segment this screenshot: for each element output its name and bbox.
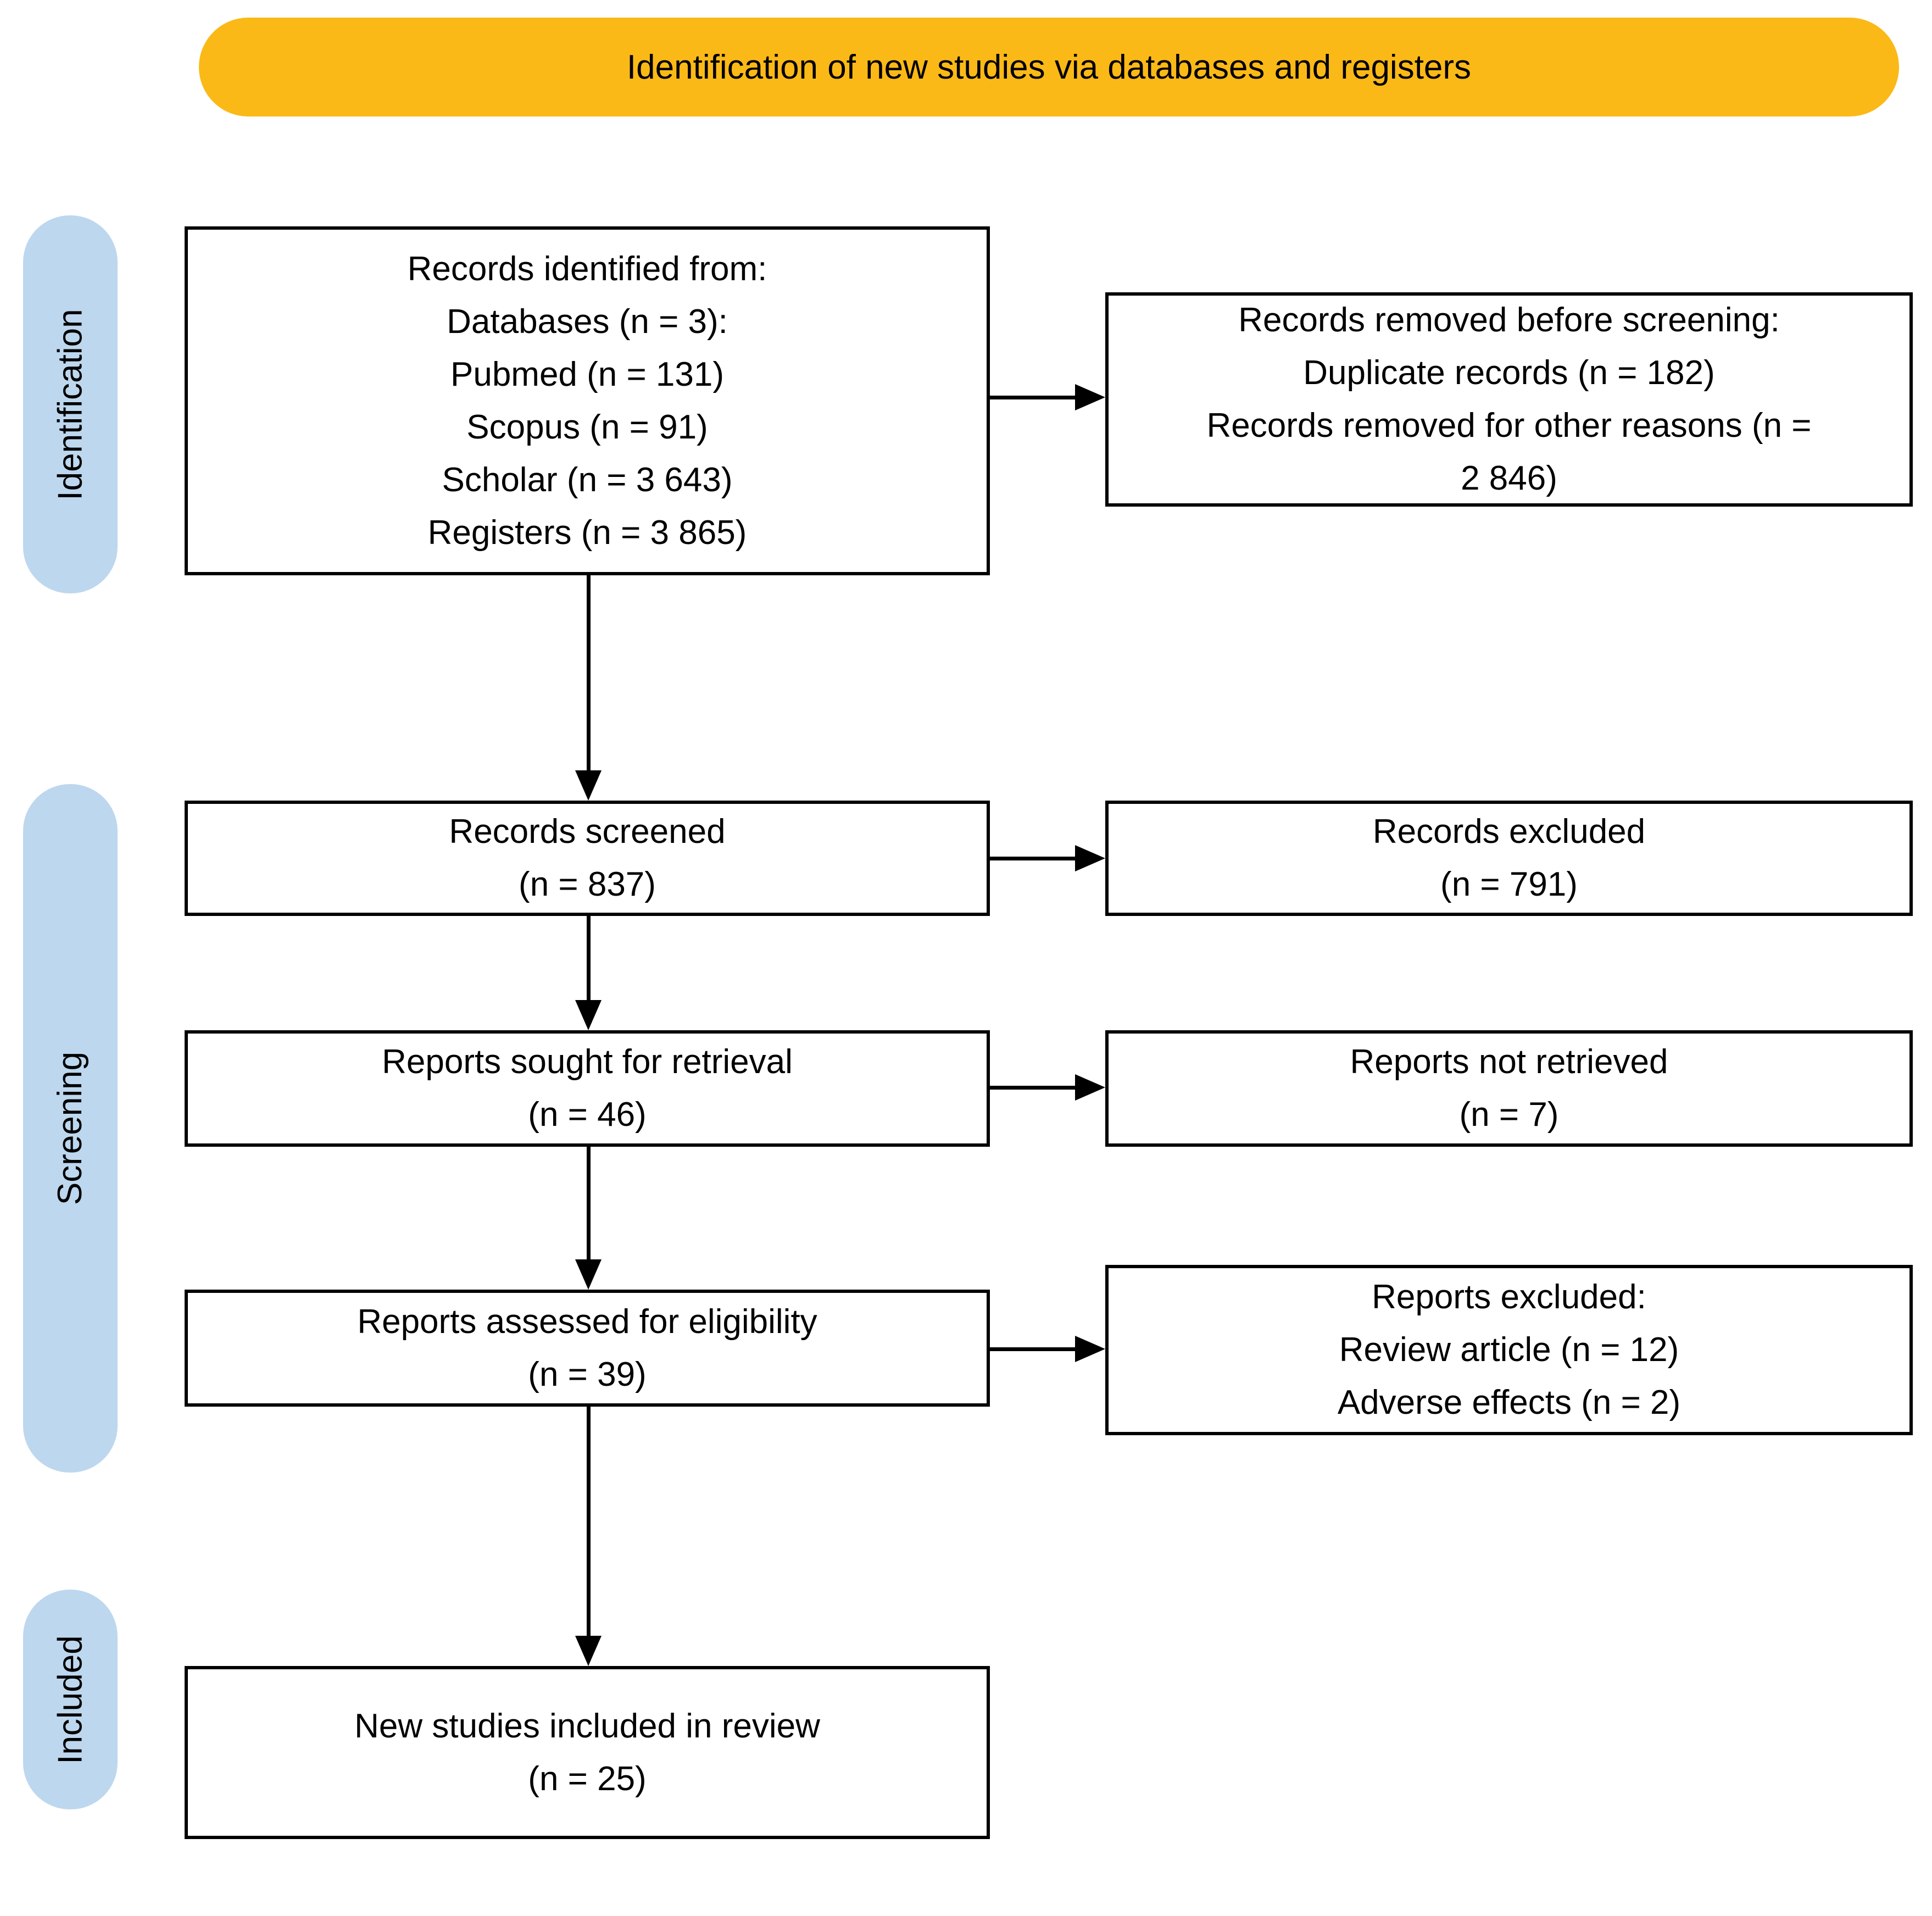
arrow-assessed-to-included-head bbox=[575, 1636, 602, 1666]
box-line: (n = 39) bbox=[528, 1355, 647, 1393]
stage-identification: Identification bbox=[23, 215, 118, 593]
box-line: Records removed before screening: bbox=[1238, 301, 1780, 339]
box-records-removed-before-screening: Records removed before screening: Duplic… bbox=[1105, 292, 1913, 507]
box-line: Reports not retrieved bbox=[1350, 1043, 1668, 1081]
box-line: (n = 25) bbox=[528, 1759, 647, 1798]
box-line: New studies included in review bbox=[354, 1707, 820, 1745]
arrow-screened-to-excluded-head bbox=[1075, 845, 1105, 871]
box-line: Records excluded bbox=[1372, 813, 1646, 851]
box-line: Adverse effects (n = 2) bbox=[1337, 1384, 1681, 1421]
box-line: Reports sought for retrieval bbox=[382, 1043, 793, 1081]
box-line: Registers (n = 3 865) bbox=[427, 513, 747, 552]
box-line: Reports excluded: bbox=[1372, 1278, 1646, 1316]
box-records-screened: Records screened (n = 837) bbox=[185, 801, 990, 916]
arrow-identified-to-screened-line bbox=[587, 575, 591, 773]
box-line: Databases (n = 3): bbox=[447, 302, 728, 341]
arrow-identified-to-removed-line bbox=[990, 396, 1078, 399]
arrow-identified-to-screened-head bbox=[575, 770, 602, 801]
arrow-screened-to-sought-head bbox=[575, 1000, 602, 1030]
arrow-assessed-to-reportsexcluded-head bbox=[1075, 1336, 1105, 1362]
arrow-sought-to-assessed-line bbox=[587, 1147, 591, 1262]
box-line: Scopus (n = 91) bbox=[466, 408, 708, 446]
box-records-identified: Records identified from: Databases (n = … bbox=[185, 226, 990, 575]
box-line: Records removed for other reasons (n = bbox=[1206, 407, 1812, 445]
box-line: (n = 837) bbox=[519, 865, 656, 903]
box-line: (n = 46) bbox=[528, 1096, 647, 1134]
box-new-studies-included: New studies included in review (n = 25) bbox=[185, 1666, 990, 1839]
box-reports-assessed: Reports assessed for eligibility (n = 39… bbox=[185, 1290, 990, 1407]
arrow-sought-to-notretrieved-head bbox=[1075, 1074, 1105, 1101]
stage-screening-label: Screening bbox=[51, 1051, 90, 1206]
box-line: (n = 7) bbox=[1459, 1096, 1559, 1134]
stage-included: Included bbox=[23, 1590, 118, 1809]
arrow-assessed-to-reportsexcluded-line bbox=[990, 1347, 1078, 1351]
box-line: Duplicate records (n = 182) bbox=[1303, 354, 1715, 392]
box-reports-excluded: Reports excluded: Review article (n = 12… bbox=[1105, 1265, 1913, 1435]
stage-included-label: Included bbox=[51, 1635, 90, 1764]
arrow-screened-to-sought-line bbox=[587, 916, 591, 1003]
box-line: Review article (n = 12) bbox=[1339, 1331, 1679, 1369]
banner-label: Identification of new studies via databa… bbox=[626, 48, 1472, 86]
box-records-excluded: Records excluded (n = 791) bbox=[1105, 801, 1913, 916]
box-line: Records identified from: bbox=[407, 249, 767, 288]
arrow-identified-to-removed-head bbox=[1075, 384, 1105, 410]
arrow-sought-to-notretrieved-line bbox=[990, 1086, 1078, 1090]
stage-identification-label: Identification bbox=[51, 308, 90, 501]
box-line: Pubmed (n = 131) bbox=[450, 355, 725, 393]
arrow-screened-to-excluded-line bbox=[990, 857, 1078, 860]
arrow-sought-to-assessed-head bbox=[575, 1259, 602, 1290]
box-line: Scholar (n = 3 643) bbox=[442, 460, 733, 499]
box-line: 2 846) bbox=[1461, 459, 1557, 497]
stage-screening: Screening bbox=[23, 784, 118, 1473]
box-line: Records screened bbox=[449, 813, 726, 851]
box-reports-sought: Reports sought for retrieval (n = 46) bbox=[185, 1030, 990, 1147]
banner-identification-via-databases: Identification of new studies via databa… bbox=[199, 18, 1899, 116]
box-line: Reports assessed for eligibility bbox=[357, 1302, 817, 1341]
arrow-assessed-to-included-line bbox=[587, 1407, 591, 1639]
box-reports-not-retrieved: Reports not retrieved (n = 7) bbox=[1105, 1030, 1913, 1147]
box-line: (n = 791) bbox=[1440, 865, 1578, 903]
